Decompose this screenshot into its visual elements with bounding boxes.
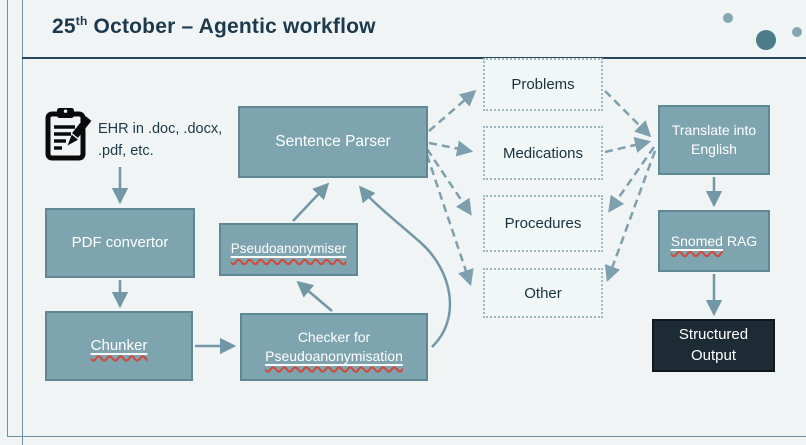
arrow-parser-to-other xyxy=(425,154,474,287)
node-translate-into-english: Translate into English xyxy=(658,105,770,175)
node-chunker-label: Chunker xyxy=(90,336,148,354)
title-underline-rule xyxy=(22,57,806,59)
title-day: 25 xyxy=(52,15,76,38)
node-snomed-rag: Snomed RAG xyxy=(658,210,770,272)
node-checker-label: Checker for Pseudoanonymisation xyxy=(265,329,403,364)
arrow-problems-to-translate xyxy=(604,90,652,138)
category-label: Other xyxy=(524,284,562,302)
node-pdf-convertor-label: PDF convertor xyxy=(71,233,169,251)
node-sentence-parser-label: Sentence Parser xyxy=(275,132,391,150)
category-box-problems: Problems xyxy=(483,58,603,111)
decor-dot-large xyxy=(756,30,776,50)
ehr-input-label: EHR in .doc, .docx, .pdf, etc. xyxy=(98,119,248,163)
node-structured-output-label: Structured Output xyxy=(678,326,749,364)
node-sentence-parser: Sentence Parser xyxy=(238,106,428,178)
node-checker-for-pseudoanonymisation: Checker for Pseudoanonymisation xyxy=(240,313,428,381)
node-pseudoanonymiser-label: Pseudoanonymiser xyxy=(230,241,347,257)
arrow-translate-other-link xyxy=(604,150,657,283)
arrow-parser-to-procedures xyxy=(425,148,472,216)
left-frame-line-outer xyxy=(7,0,8,437)
category-label: Problems xyxy=(511,76,575,93)
category-label: Procedures xyxy=(504,215,582,232)
clipboard-pencil-icon xyxy=(44,106,96,162)
category-box-procedures: Procedures xyxy=(483,195,603,252)
arrow-translate-procedures-link xyxy=(608,146,656,213)
title-rest: October – Agentic workflow xyxy=(87,15,376,38)
arrow-checker-to-pseudoanonymiser xyxy=(296,280,333,312)
node-structured-output: Structured Output xyxy=(652,319,775,372)
ehr-input-line1: EHR in .doc, .docx, xyxy=(98,121,223,137)
category-box-other: Other xyxy=(483,268,603,318)
arrow-pseudoanonymiser-to-sentence-parser xyxy=(292,182,330,222)
left-frame-line-inner xyxy=(22,0,23,445)
decor-dot-small-2 xyxy=(792,27,802,37)
arrow-parser-to-problems xyxy=(428,89,477,132)
ehr-input-line2: .pdf, etc. xyxy=(98,142,154,159)
arrow-medications-to-translate xyxy=(604,137,652,154)
arrow-parser-to-medications xyxy=(428,140,474,157)
category-box-medications: Medications xyxy=(483,126,603,180)
page-title: 25th October – Agentic workflow xyxy=(52,14,376,39)
category-label: Medications xyxy=(502,144,584,162)
node-snomed-rag-label: Snomed RAG xyxy=(670,232,758,249)
title-ordinal: th xyxy=(75,14,88,28)
node-translate-label: Translate into English xyxy=(671,122,757,157)
node-pseudoanonymiser: Pseudoanonymiser xyxy=(219,223,358,276)
node-pdf-convertor: PDF convertor xyxy=(45,208,195,278)
bottom-frame-line xyxy=(7,436,806,437)
decor-dot-small-1 xyxy=(723,13,733,23)
node-chunker: Chunker xyxy=(45,311,193,381)
